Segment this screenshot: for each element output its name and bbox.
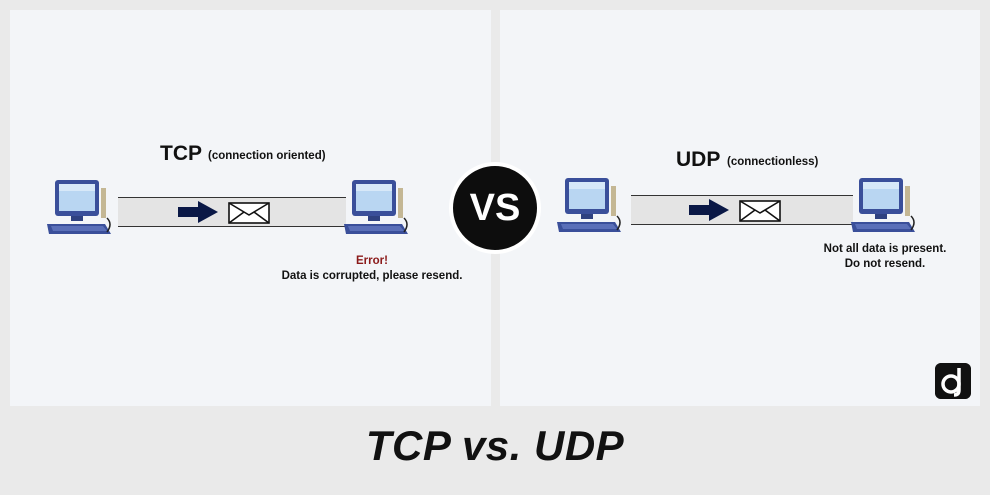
tcp-title: TCP — [160, 142, 202, 165]
logo-icon — [935, 363, 971, 399]
udp-title: UDP — [676, 148, 721, 171]
caption: TCP vs. UDP — [365, 422, 625, 469]
udp-message-line2: Do not resend. — [844, 258, 926, 270]
arrow-icon — [178, 201, 218, 223]
computer-icon — [342, 178, 410, 240]
udp-channel — [631, 195, 853, 225]
vs-label: VS — [469, 186, 521, 229]
tcp-subtitle: (connection oriented) — [208, 150, 326, 162]
envelope-icon — [739, 200, 781, 222]
computer-icon — [45, 178, 113, 240]
udp-panel: UDP (connectionless) Not all data is pre… — [500, 10, 980, 406]
tcp-panel: TCP (connection oriented) Error! Data is… — [10, 10, 491, 406]
computer-icon — [849, 176, 917, 238]
udp-subtitle: (connectionless) — [727, 156, 819, 168]
envelope-icon — [228, 202, 270, 224]
udp-message-line1: Not all data is present. — [823, 243, 947, 255]
vs-badge: VS — [449, 162, 541, 254]
computer-icon — [555, 176, 623, 238]
udp-message: Not all data is present. Do not resend. — [800, 242, 970, 272]
tcp-channel — [118, 197, 346, 227]
tcp-message-text: Data is corrupted, please resend. — [281, 270, 463, 282]
tcp-error-label: Error! — [356, 255, 388, 267]
arrow-icon — [689, 199, 729, 221]
tcp-message: Error! Data is corrupted, please resend. — [272, 254, 472, 284]
